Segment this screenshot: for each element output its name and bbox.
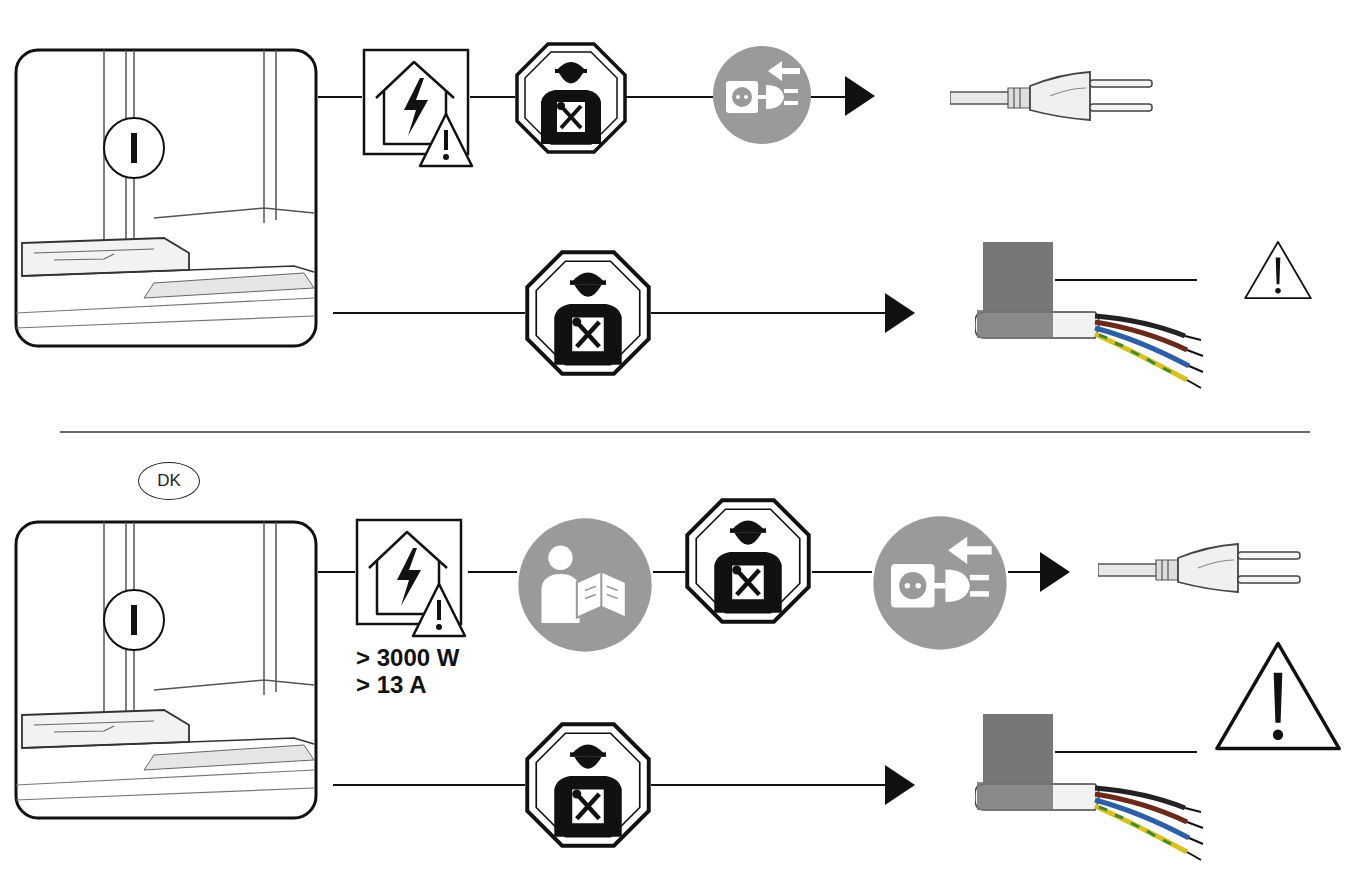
bottom-section xyxy=(16,500,1339,860)
badge-text: DK xyxy=(157,471,181,491)
rating-note: > 13 A xyxy=(356,673,427,697)
top-section xyxy=(16,44,1311,388)
region-badge: DK xyxy=(138,462,200,500)
separator xyxy=(60,431,1310,433)
rating-note: > 3000 W xyxy=(356,646,459,670)
